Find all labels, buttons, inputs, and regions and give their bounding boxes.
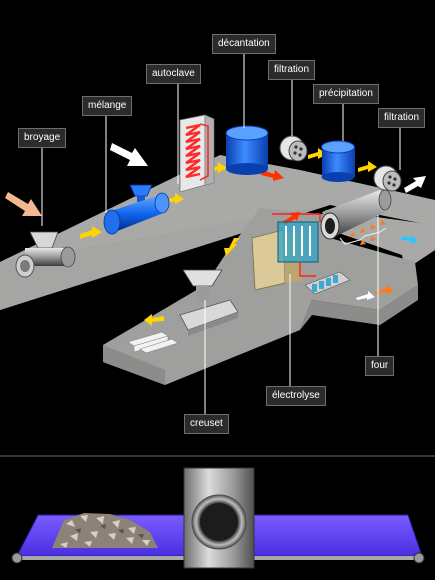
flow-arrow-icon [144,314,164,326]
label-melange: mélange [82,96,133,116]
crucible-line [127,269,239,354]
oven-machine [183,467,255,569]
precipitation-tank [321,140,355,182]
factory-floor [0,155,435,385]
grinder [15,231,76,278]
flow-arrow-icon [224,238,240,256]
input-arrow-icon [110,143,148,166]
autoclave [179,114,215,193]
flow-arrow-icon [80,226,102,239]
bottom-conveyor [11,467,425,569]
flow-arrow-icon [358,161,377,172]
settling-tank [225,125,269,175]
output-arrow-icon [404,176,426,193]
label-filtration-1: filtration [268,60,316,80]
label-broyage: broyage [18,128,67,148]
filter-1 [279,135,308,162]
ore-pile [52,513,158,548]
label-electrolyse: électrolyse [266,386,326,406]
mixer [103,184,170,235]
label-filtration-2: filtration [378,108,426,128]
label-decantation: décantation [212,34,276,54]
filter-2 [373,165,402,192]
label-leaders [41,52,401,414]
flow-arrow-icon [165,193,184,204]
label-four: four [365,356,395,376]
electrolysis-unit [251,213,394,300]
kiln [320,189,418,245]
roller-right [413,552,425,564]
label-autoclave: autoclave [146,64,201,84]
input-arrow-icon [5,192,42,216]
label-creuset: creuset [184,414,229,434]
label-precipitation: précipitation [313,84,379,104]
roller-left [11,552,23,564]
